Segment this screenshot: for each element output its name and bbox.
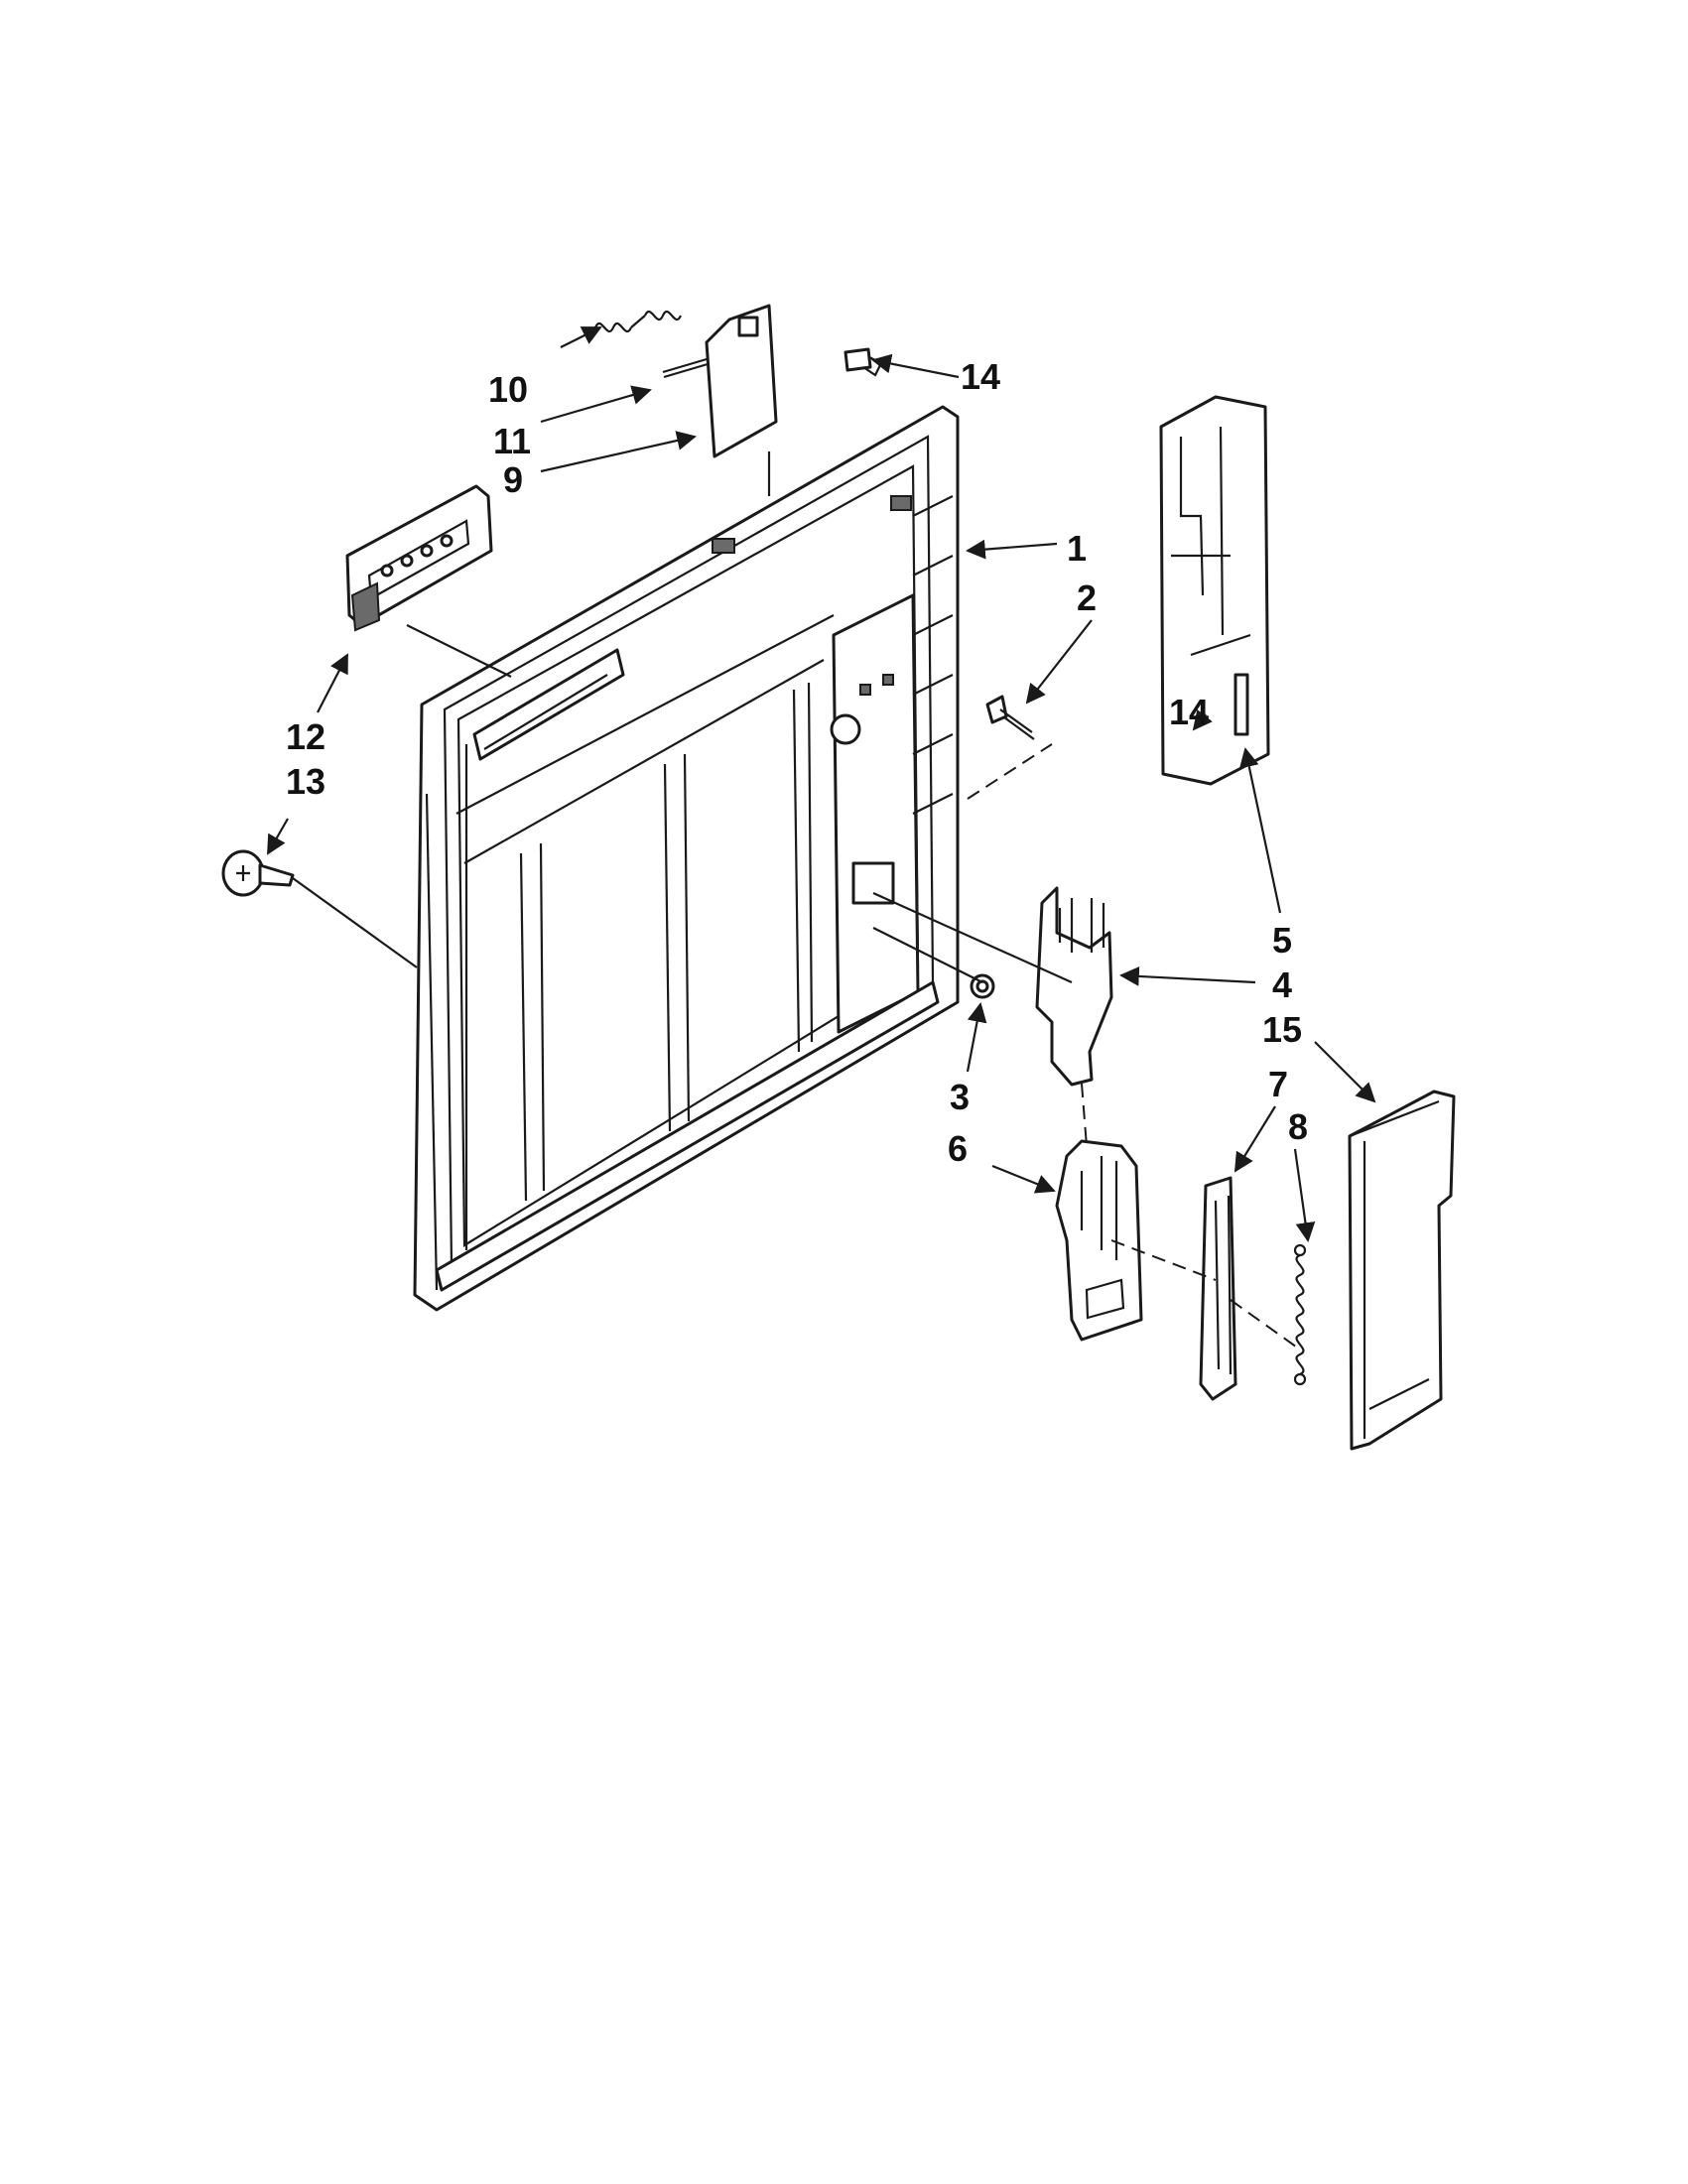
leader-arrows [267, 326, 1376, 1242]
latch-part-6 [1055, 1139, 1143, 1342]
callout-3: 3 [950, 1077, 971, 1117]
callout-11: 11 [493, 421, 532, 461]
side-panel-part-15 [1348, 1090, 1456, 1451]
callout-14-top: 14 [961, 356, 1001, 397]
callout-4: 4 [1272, 964, 1293, 1005]
bracket-part-5 [1159, 395, 1270, 786]
callout-7: 7 [1268, 1064, 1289, 1104]
handle-part-12 [345, 484, 493, 632]
callout-15: 15 [1262, 1009, 1303, 1050]
callout-5: 5 [1272, 920, 1293, 961]
spring-part-10 [593, 310, 683, 333]
assembly-lines [292, 451, 1301, 1350]
callout-2: 2 [1077, 578, 1098, 618]
callout-10: 10 [488, 369, 529, 410]
callout-12: 12 [286, 716, 326, 757]
nut-part-3 [970, 973, 995, 999]
pin-part-11 [662, 357, 709, 379]
latch-part-4 [1035, 886, 1113, 1087]
knob-part-13 [221, 849, 295, 897]
callout-1: 1 [1067, 528, 1088, 569]
callout-9: 9 [503, 459, 524, 500]
latch-pin-part-2 [985, 695, 1035, 740]
slide-part-7 [1199, 1176, 1237, 1401]
inner-door-panel [413, 405, 960, 1312]
callout-14-bracket: 14 [1169, 692, 1210, 732]
callout-6: 6 [948, 1128, 969, 1169]
callout-8: 8 [1288, 1106, 1309, 1147]
spring-part-8 [1293, 1243, 1307, 1386]
cover-part-9 [705, 304, 778, 458]
callout-13: 13 [286, 761, 326, 802]
